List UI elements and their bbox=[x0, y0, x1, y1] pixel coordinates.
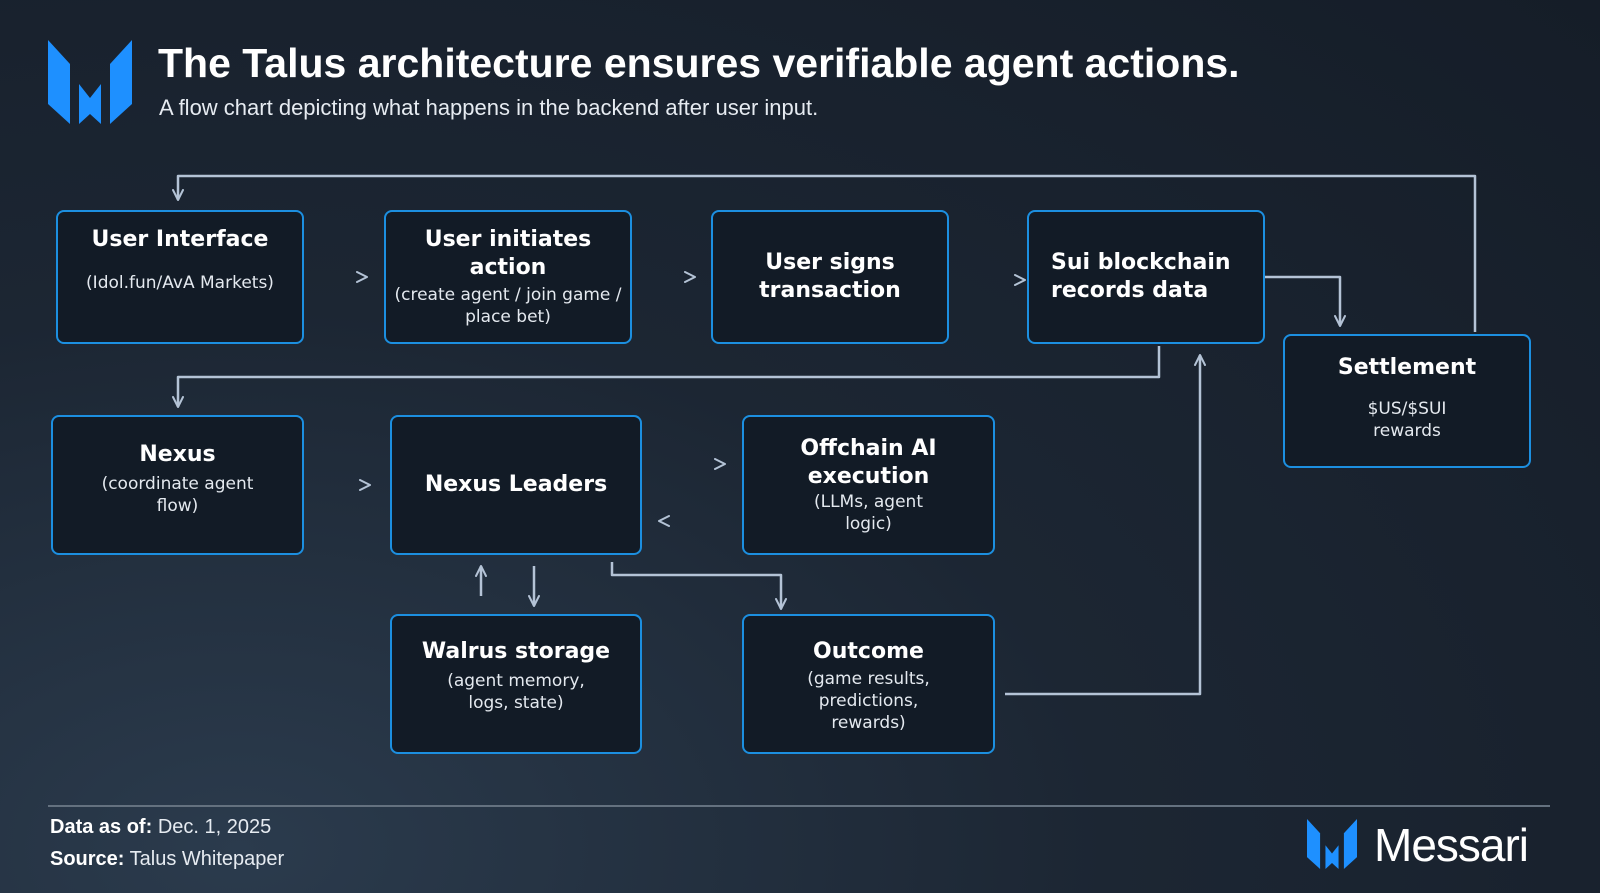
node-title: User Interface bbox=[91, 227, 269, 252]
node-subtitle: (agent memory, logs, state) bbox=[447, 671, 585, 713]
node-subtitle: (LLMs, agent logic) bbox=[813, 492, 923, 534]
connector-sui-to-nexus bbox=[172, 346, 1161, 408]
footer-divider bbox=[48, 805, 1550, 807]
node-title: User signs transaction bbox=[759, 250, 901, 303]
node-nexus-leaders: Nexus Leaders bbox=[390, 415, 642, 555]
source-value: Talus Whitepaper bbox=[129, 848, 285, 870]
node-title: Settlement bbox=[1337, 355, 1477, 380]
node-subtitle: (coordinate agent flow) bbox=[101, 474, 254, 516]
data-as-of-value: Dec. 1, 2025 bbox=[157, 816, 272, 838]
node-title: Nexus Leaders bbox=[424, 472, 608, 497]
node-subtitle: (Idol.fun/AvA Markets) bbox=[86, 273, 274, 293]
connector-leaders-to-outcome bbox=[610, 562, 787, 610]
node-subtitle: (game results, predictions, rewards) bbox=[807, 669, 930, 733]
connector-settlement-to-ui bbox=[172, 174, 1477, 332]
node-user-signs-transaction: User signs transaction bbox=[711, 210, 949, 344]
page-title: The Talus architecture ensures verifiabl… bbox=[158, 40, 1240, 86]
node-title: Outcome bbox=[813, 639, 924, 664]
messari-logo-icon bbox=[48, 40, 132, 124]
node-subtitle: (create agent / join game / place bet) bbox=[394, 285, 622, 327]
messari-mark-icon bbox=[1307, 819, 1357, 869]
node-walrus-storage: Walrus storage (agent memory, logs, stat… bbox=[390, 614, 642, 754]
node-sui-blockchain: Sui blockchain records data bbox=[1027, 210, 1265, 344]
node-nexus: Nexus (coordinate agent flow) bbox=[51, 415, 304, 555]
node-title: Walrus storage bbox=[421, 639, 611, 664]
source-label: Source: bbox=[50, 848, 125, 870]
node-title: Sui blockchain records data bbox=[1051, 250, 1231, 303]
node-user-interface: User Interface (Idol.fun/AvA Markets) bbox=[56, 210, 304, 344]
page-subtitle: A flow chart depicting what happens in t… bbox=[159, 95, 819, 120]
messari-brand: Messari bbox=[1307, 816, 1567, 876]
connector-sui-to-settlement bbox=[1265, 275, 1346, 327]
brand-name: Messari bbox=[1374, 819, 1529, 871]
node-outcome: Outcome (game results, predictions, rewa… bbox=[742, 614, 995, 754]
node-user-initiates-action: User initiates action (create agent / jo… bbox=[384, 210, 632, 344]
node-settlement: Settlement $US/$SUI rewards bbox=[1283, 334, 1531, 468]
connector-outcome-to-sui bbox=[1005, 354, 1206, 696]
node-title: Nexus bbox=[139, 442, 216, 467]
node-offchain-ai-execution: Offchain AI execution (LLMs, agent logic… bbox=[742, 415, 995, 555]
data-as-of-label: Data as of: bbox=[50, 816, 153, 838]
data-as-of: Data as of: Dec. 1, 2025 bbox=[50, 816, 271, 839]
source: Source: Talus Whitepaper bbox=[50, 848, 284, 871]
node-subtitle: $US/$SUI rewards bbox=[1367, 399, 1447, 441]
node-title: User initiates action bbox=[424, 227, 592, 280]
node-title: Offchain AI execution bbox=[800, 436, 937, 489]
